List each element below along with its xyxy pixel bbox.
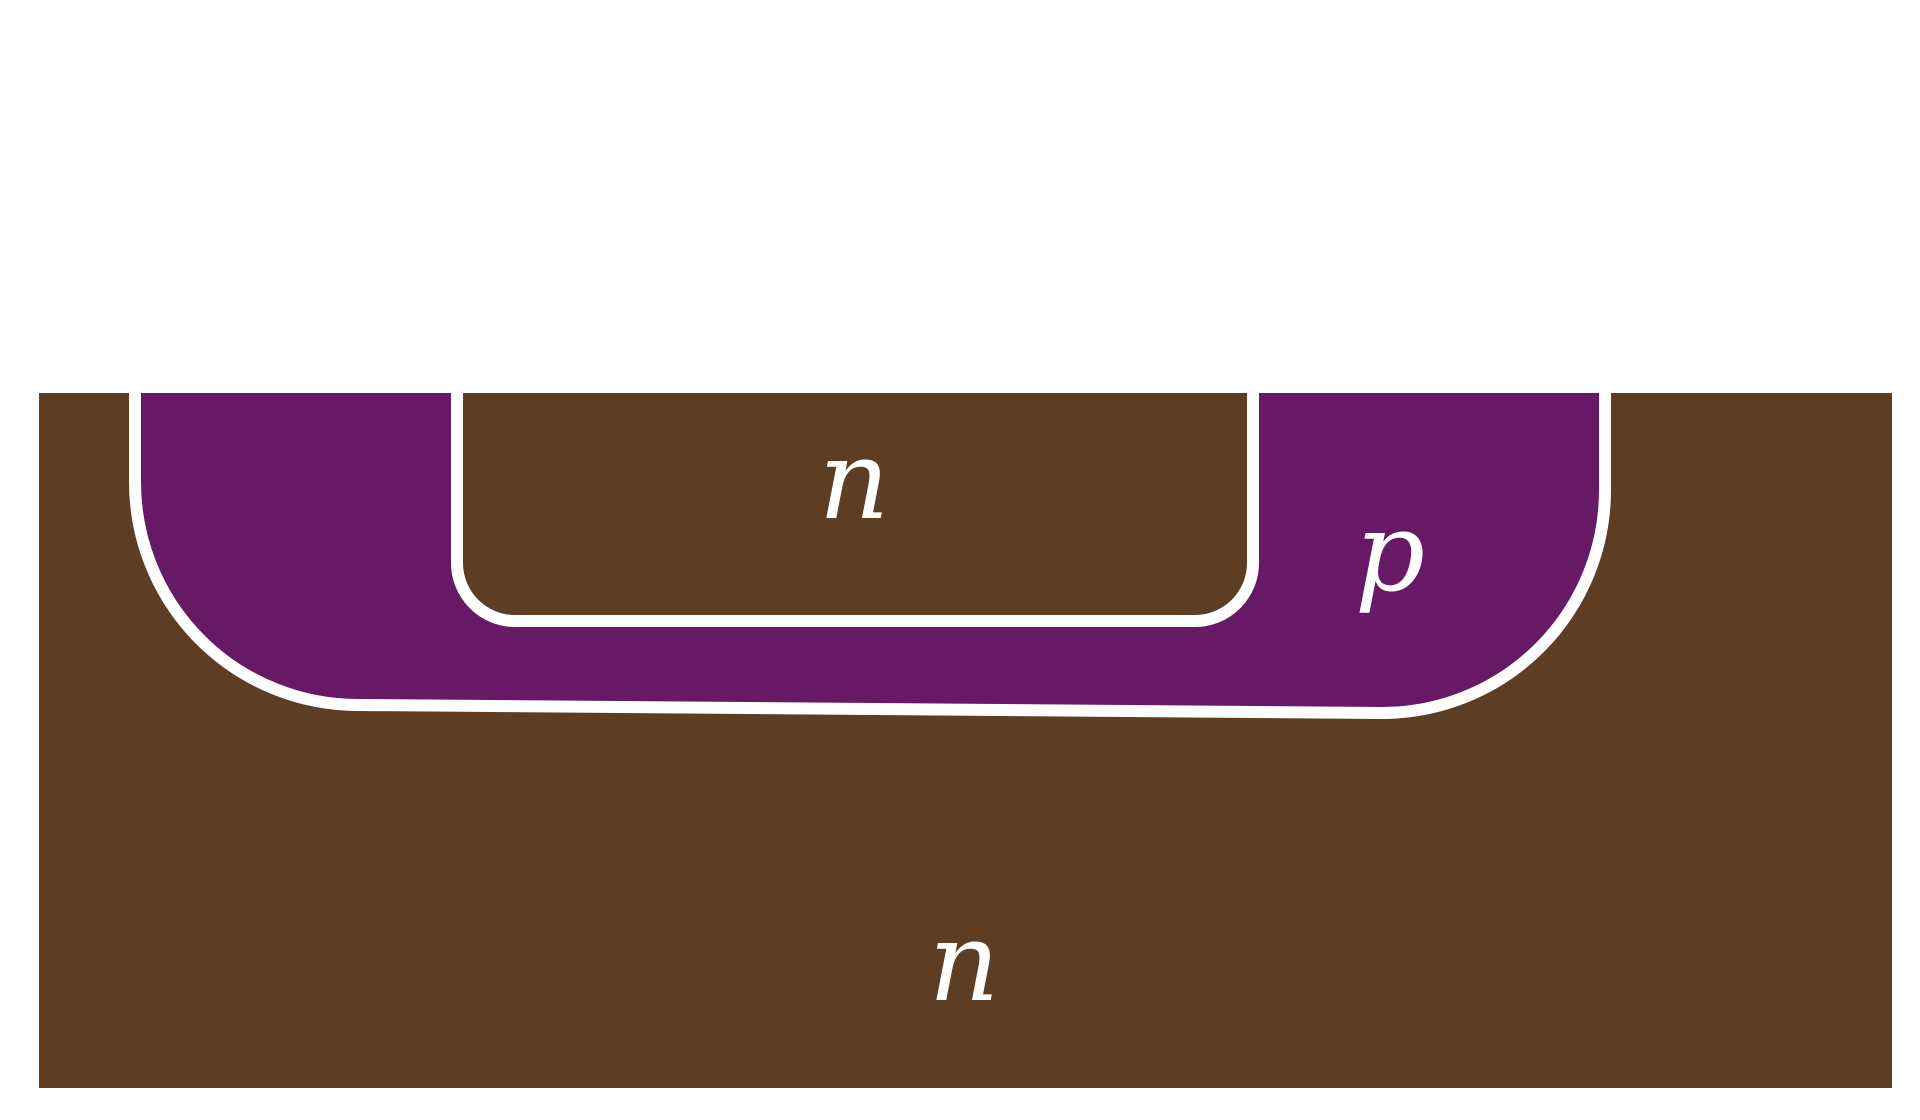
p-well-label: p bbox=[1355, 488, 1425, 616]
inner-n-region bbox=[451, 393, 1259, 627]
inner-n-label: n bbox=[819, 416, 890, 544]
substrate-n-label: n bbox=[929, 898, 1000, 1026]
